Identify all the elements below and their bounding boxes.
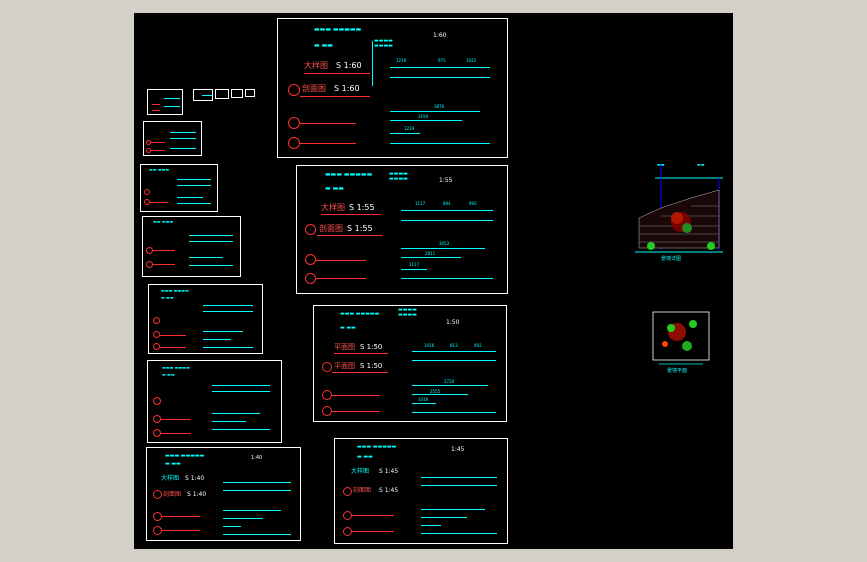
section-scale: S 1:45	[379, 487, 399, 494]
section-label: 剖面图	[163, 491, 182, 498]
landscape-wall-detail[interactable]: 景墙详图 ▬▬ ▬▬	[631, 160, 727, 262]
section-label: 剖面图	[353, 487, 372, 494]
dim-1: 1219	[396, 58, 407, 63]
section-label: 平面图	[334, 362, 355, 370]
planting-plan-detail[interactable]: 景墙平面	[649, 310, 713, 376]
large-detail-label: 平面图	[334, 343, 355, 351]
large-detail-scale: S 1:55	[349, 203, 375, 212]
large-detail-scale: S 1:50	[360, 343, 383, 351]
scale-title: 1:50	[446, 319, 460, 326]
sheet-tiny-3[interactable]	[215, 89, 229, 99]
sheet-header-title: ▬▬▬ ▬▬▬▬▬	[357, 444, 397, 450]
sheet-small-4[interactable]: ▬▬ ▬▬▬	[140, 164, 218, 212]
large-detail-scale: S 1:60	[336, 61, 362, 70]
sheet-header-sub: ▬ ▬▬	[357, 454, 373, 460]
sheet-header-title: ▬▬▬ ▬▬▬▬▬	[325, 171, 373, 178]
dim-5: 2555	[430, 389, 441, 394]
plan-label-text: 景墙平面	[667, 367, 687, 374]
scale-title: 1:45	[451, 446, 465, 453]
sheet-header-sub: ▬ ▬▬	[325, 185, 344, 192]
sheet-scale-60[interactable]: ▬▬▬ ▬▬▬▬▬ ▬ ▬▬ 1:60 ▬▬▬▬▬▬▬▬ 大样图 S 1:60 …	[277, 18, 508, 158]
sheet-small-3[interactable]: ▬▬ ▬▬▬	[142, 216, 241, 277]
dim-4: 3876	[434, 104, 445, 109]
cad-drawing-canvas[interactable]: ▬▬▬ ▬▬▬▬▬ ▬ ▬▬ 1:60 ▬▬▬▬▬▬▬▬ 大样图 S 1:60 …	[134, 13, 733, 549]
svg-text:▬▬: ▬▬	[697, 162, 705, 167]
large-detail-label: 大样图	[321, 203, 345, 212]
dim-5: 3194	[418, 114, 429, 119]
dim-6: 1219	[404, 126, 415, 131]
dim-2: 894	[443, 201, 451, 206]
section-label: 剖面图	[302, 84, 326, 93]
sheet-header-sub: ▬ ▬▬	[165, 461, 181, 467]
sheet-tiny-4[interactable]	[231, 89, 243, 98]
dim-5: 2811	[425, 251, 436, 256]
dim-3: 1022	[466, 58, 477, 63]
dim-3: 902	[474, 343, 482, 348]
sheet-small-1[interactable]: ▬▬▬ ▬▬▬▬ ▬ ▬▬	[147, 360, 282, 443]
legend-block: ▬▬▬▬▬▬▬▬	[374, 38, 393, 49]
dim-1: 1117	[415, 201, 426, 206]
sheet-scale-45[interactable]: ▬▬▬ ▬▬▬▬▬ ▬ ▬▬ 1:45 大样图 S 1:45 剖面图 S 1:4…	[334, 438, 508, 544]
large-detail-scale: S 1:45	[379, 468, 399, 475]
sheet-tiny-2[interactable]	[193, 89, 213, 101]
dim-4: 2720	[444, 379, 455, 384]
dim-1: 1016	[424, 343, 435, 348]
section-scale: S 1:60	[334, 84, 360, 93]
scale-title: 1:55	[439, 177, 453, 184]
sheet-scale-40[interactable]: ▬▬▬ ▬▬▬▬▬ ▬ ▬▬ 1:40 大样图 S 1:40 剖面图 S 1:4…	[146, 447, 301, 541]
sheet-tiny-5[interactable]	[245, 89, 255, 97]
dim-6: 1016	[418, 397, 429, 402]
detail-label-text: 景墙详图	[661, 255, 681, 262]
sheet-scale-55[interactable]: ▬▬▬ ▬▬▬▬▬ ▬ ▬▬ 1:55 ▬▬▬▬▬▬▬▬ 大样图 S 1:55 …	[296, 165, 508, 294]
scale-title: 1:60	[433, 32, 447, 39]
sheet-small-2[interactable]: ▬▬▬ ▬▬▬▬ ▬ ▬▬	[148, 284, 263, 354]
dim-2: 975	[438, 58, 446, 63]
sheet-header-title: ▬▬▬ ▬▬▬▬▬	[165, 453, 205, 459]
sheet-header-sub: ▬ ▬▬	[314, 42, 333, 49]
section-label: 剖面图	[319, 224, 343, 233]
dim-2: 813	[450, 343, 458, 348]
large-detail-label: 大样图	[161, 475, 180, 482]
sheet-header-title: ▬▬▬ ▬▬▬▬▬	[314, 26, 362, 33]
sheet-scale-50[interactable]: ▬▬▬ ▬▬▬▬▬ ▬ ▬▬ 1:50 ▬▬▬▬▬▬▬▬ 平面图 S 1:50 …	[313, 305, 507, 422]
large-detail-label: 大样图	[351, 468, 370, 475]
dim-3: 992	[469, 201, 477, 206]
section-scale: S 1:40	[187, 491, 207, 498]
large-detail-label: 大样图	[304, 61, 328, 70]
section-scale: S 1:50	[360, 362, 383, 370]
scale-title: 1:40	[251, 455, 263, 461]
large-detail-scale: S 1:40	[185, 475, 205, 482]
svg-text:▬▬: ▬▬	[657, 162, 665, 167]
sheet-header-sub: ▬ ▬▬	[340, 325, 356, 331]
section-scale: S 1:55	[347, 224, 373, 233]
sheet-header-title: ▬▬▬ ▬▬▬▬▬	[340, 311, 380, 317]
dim-6: 1117	[409, 262, 420, 267]
legend-block: ▬▬▬▬▬▬▬▬	[398, 307, 417, 318]
legend-block: ▬▬▬▬▬▬▬▬	[389, 171, 408, 182]
sheet-tiny-1[interactable]	[147, 89, 183, 115]
sheet-small-5[interactable]	[143, 121, 202, 156]
dim-4: 3053	[439, 241, 450, 246]
